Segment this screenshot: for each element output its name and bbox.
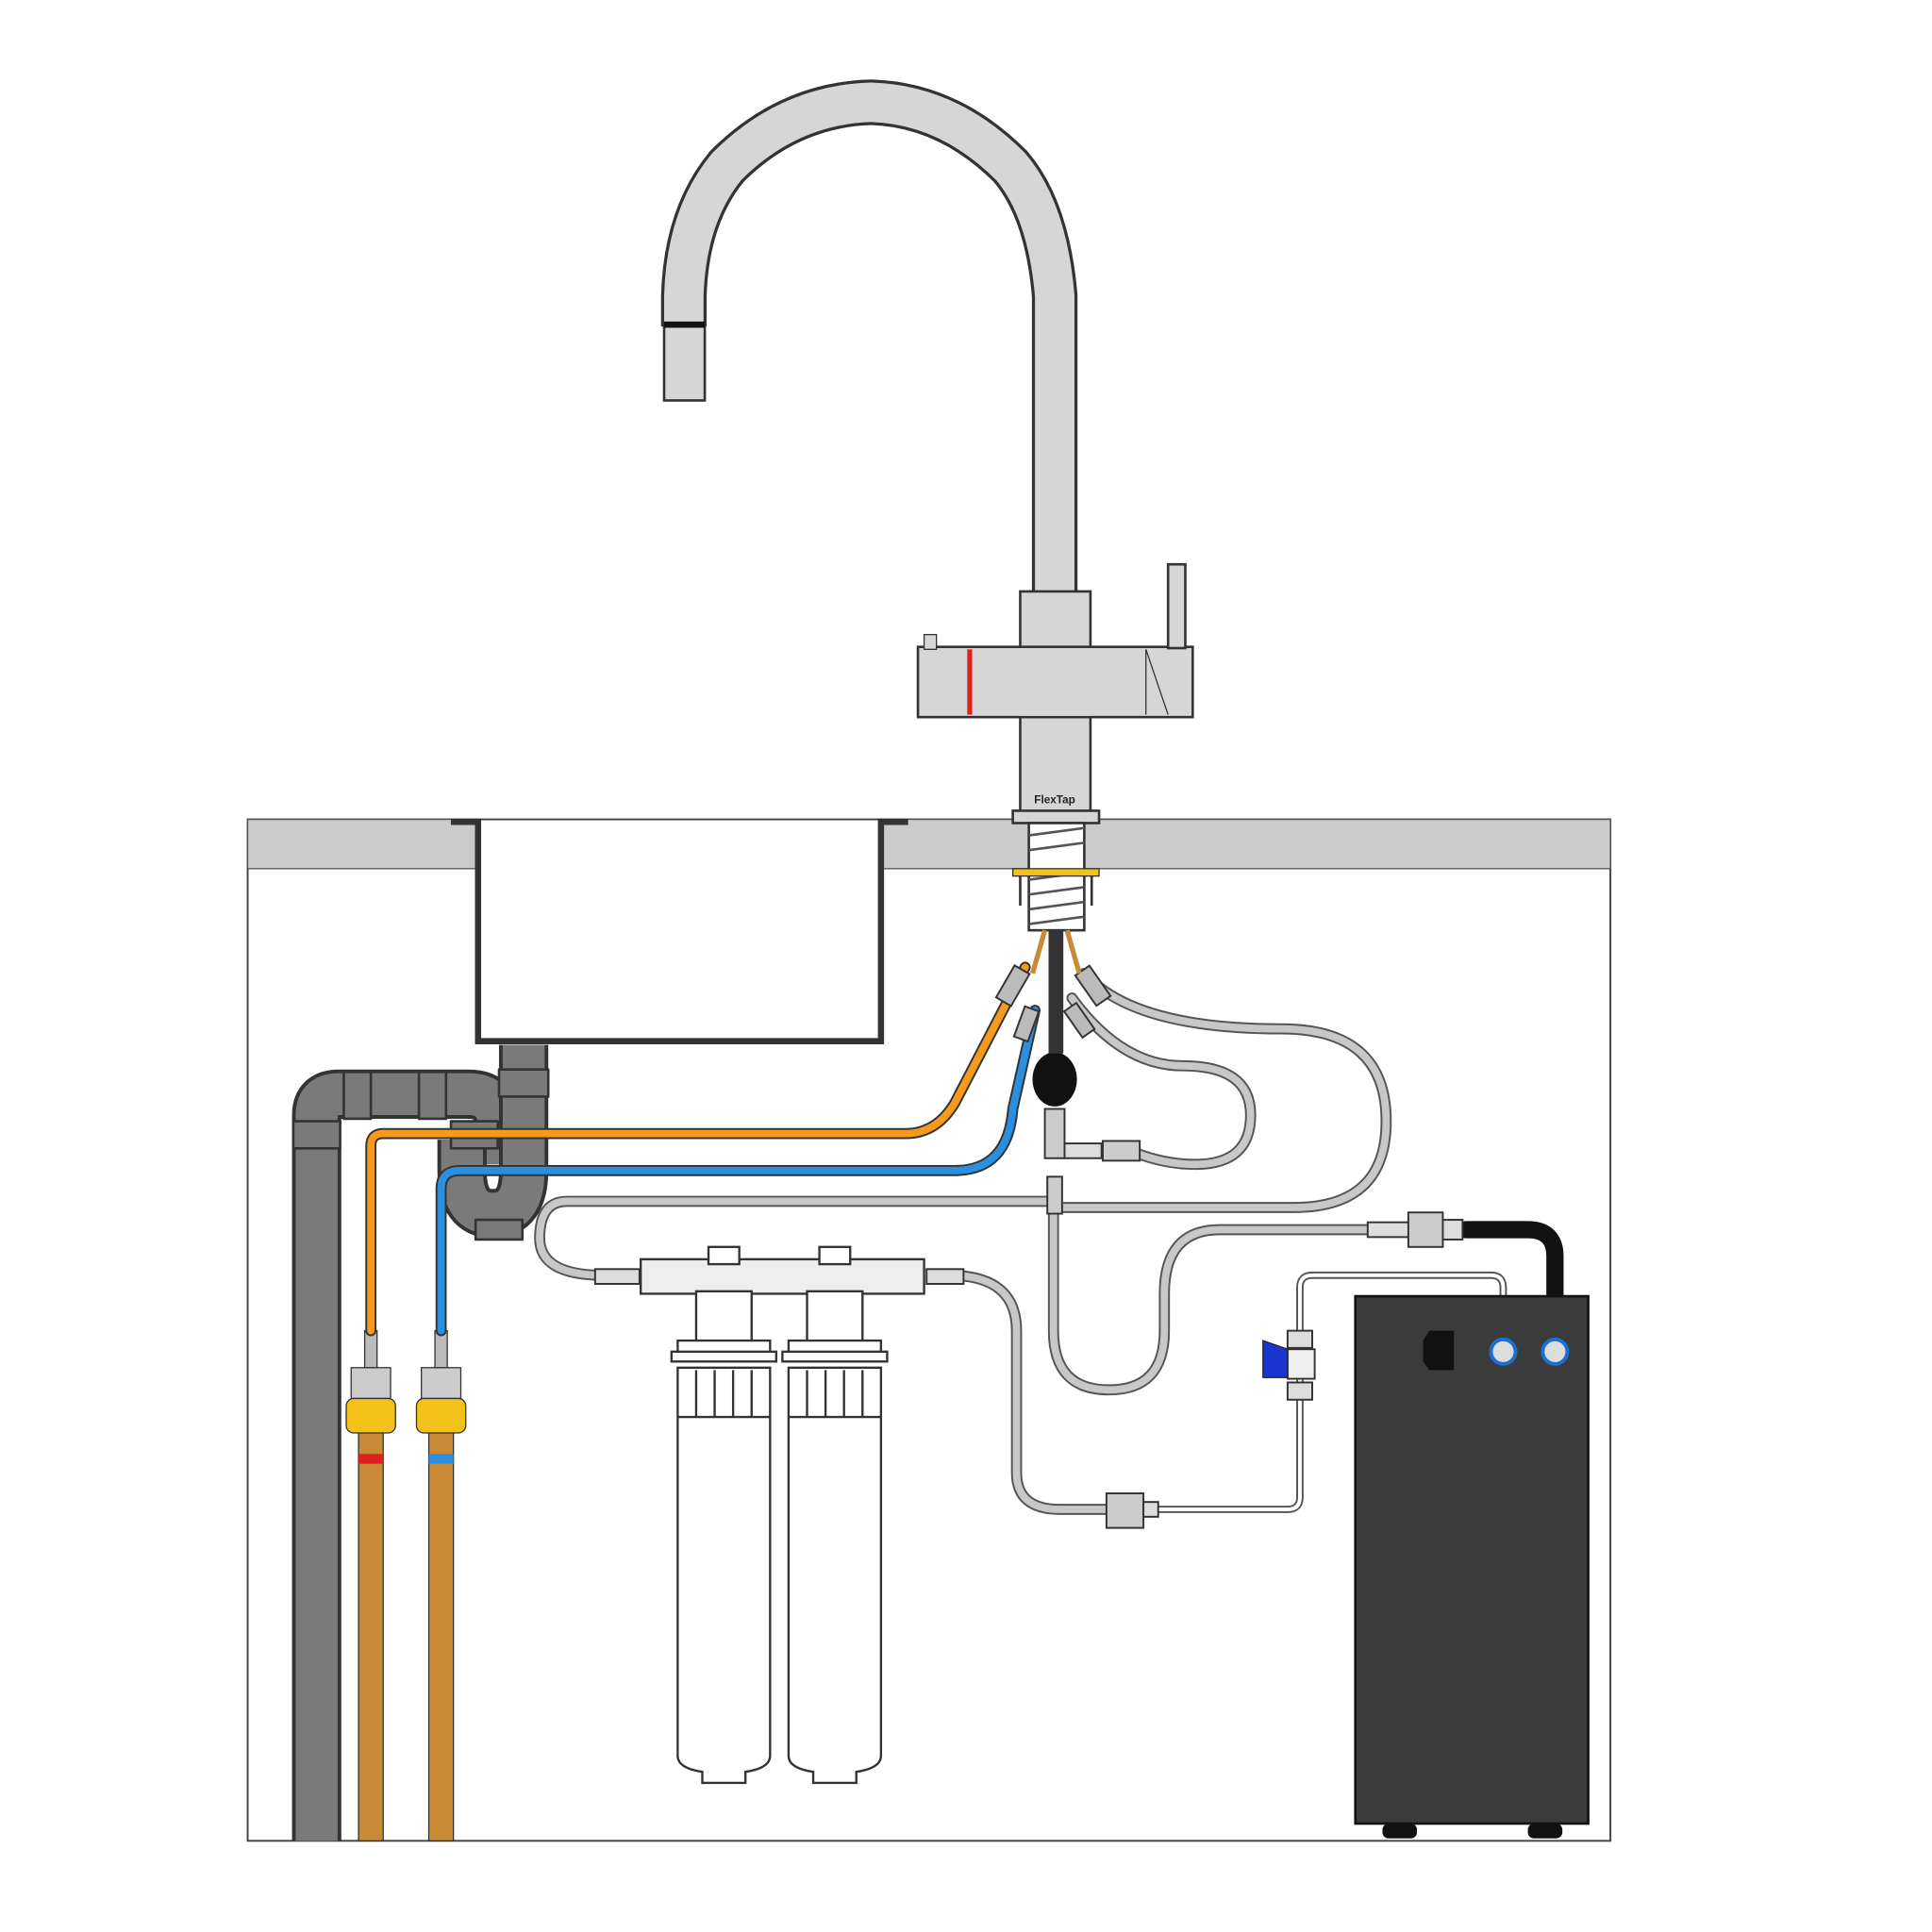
filter-cartridge-right [787, 1366, 883, 1785]
boiling-lever-handle[interactable] [1166, 562, 1187, 650]
water-filter-unit [640, 1245, 925, 1785]
boiler-black-hose [1457, 1221, 1564, 1352]
boiler-unit [1354, 1294, 1590, 1839]
threaded-shank [1011, 822, 1100, 932]
hot-indicator [967, 649, 973, 715]
flextap-faucet: FlexTap [660, 79, 1194, 1054]
tap-brand-label: FlexTap [1034, 794, 1075, 807]
power-socket-icon [1423, 1330, 1455, 1371]
countertop [246, 818, 1611, 870]
spray-head [662, 321, 707, 402]
mixer-lever-knob[interactable] [923, 634, 938, 650]
boiler-inlet-port [1489, 1337, 1518, 1366]
hose-connectors [593, 964, 1464, 1529]
check-valve [1032, 1052, 1077, 1107]
boiler-outlet-port [1541, 1337, 1570, 1366]
sink-bowl [451, 818, 908, 1044]
hot-supply-pipe [345, 1329, 396, 1841]
shutoff-valve-icon[interactable] [1262, 1340, 1289, 1378]
filter-cartridge-left [676, 1366, 772, 1785]
cold-supply-pipe [415, 1329, 467, 1841]
